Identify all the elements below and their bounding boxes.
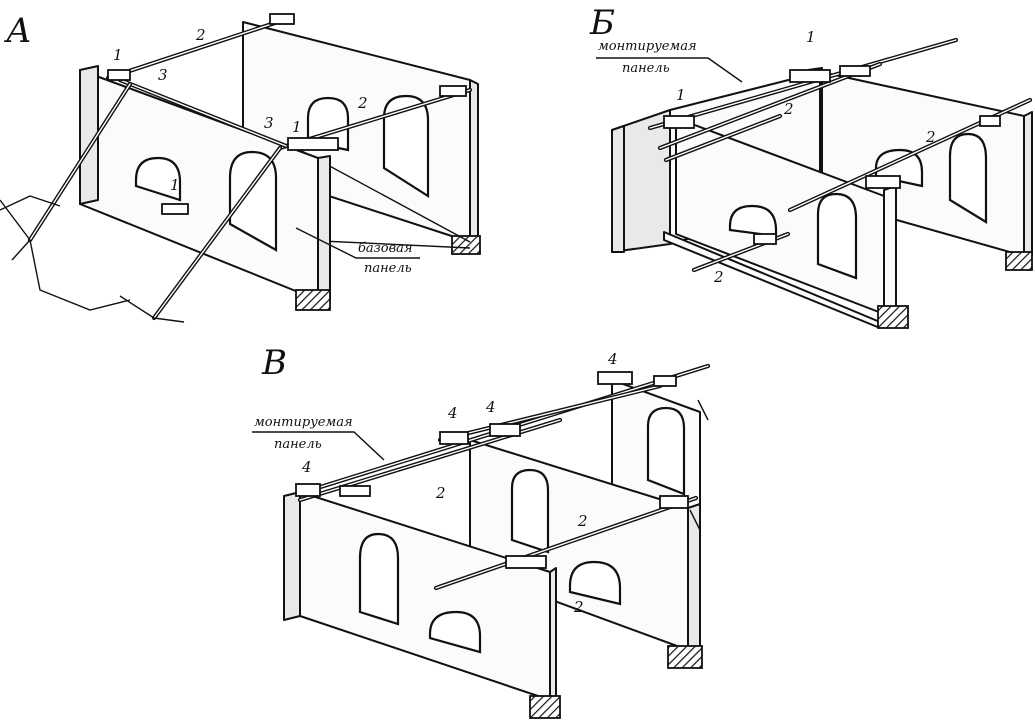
braces-a xyxy=(0,15,473,323)
number-label: 2 xyxy=(783,100,794,118)
number-label: 2 xyxy=(357,94,368,112)
base-panel-a xyxy=(79,65,331,311)
number-label: 1 xyxy=(113,46,123,64)
number-label: 3 xyxy=(158,66,168,84)
number-label: 4 xyxy=(301,458,312,476)
number-label: 4 xyxy=(447,404,458,422)
fragment-v-letter: В xyxy=(261,343,287,383)
number-label: 2 xyxy=(573,598,584,616)
number-label: 2 xyxy=(435,484,446,502)
number-label: 1 xyxy=(292,118,302,136)
number-label: 1 xyxy=(806,28,816,46)
number-label: 4 xyxy=(485,398,496,416)
number-label: 2 xyxy=(195,26,206,44)
number-label: 2 xyxy=(925,128,936,146)
fragment-b-letter: Б xyxy=(589,3,615,43)
fragment-b-numbers: 1 1 2 2 2 xyxy=(676,28,936,286)
number-label: 4 xyxy=(607,350,618,368)
rear-panel-v xyxy=(469,379,703,669)
number-label: 3 xyxy=(264,114,274,132)
fragment-a-letter: А xyxy=(4,11,32,51)
fragment-a: А xyxy=(0,11,481,323)
mounted-panel-label-line2: панель xyxy=(274,437,322,452)
clamps-a xyxy=(107,13,467,215)
clamps-v xyxy=(295,371,689,569)
fragment-v-numbers: 4 4 4 4 2 2 2 xyxy=(301,350,618,616)
number-label: 2 xyxy=(713,268,724,286)
mounted-panel-label-line1: монтируемая xyxy=(254,415,353,430)
braces-b xyxy=(647,37,1033,273)
mounted-panel-callout-b: монтируемая панель xyxy=(596,39,743,83)
base-panel-label-line2: панель xyxy=(364,261,412,276)
mounted-panel-callout-v: монтируемая панель xyxy=(252,415,385,461)
fragment-a-numbers: 1 2 3 3 1 2 1 xyxy=(113,26,368,194)
mounted-panel-v xyxy=(283,491,561,719)
fragment-v: В xyxy=(252,343,711,719)
fragment-b: Б xyxy=(589,3,1033,329)
number-label: 2 xyxy=(577,512,588,530)
number-label: 1 xyxy=(170,176,180,194)
mounted-panel-label-line1: монтируемая xyxy=(598,39,697,54)
clamps-b xyxy=(663,65,1001,245)
base-panel-callout-a: базовая панель xyxy=(295,227,420,276)
number-label: 1 xyxy=(676,86,686,104)
mounted-panel-label-line2: панель xyxy=(622,61,670,76)
base-panel-label-line1: базовая xyxy=(358,241,413,256)
rear-panel-a xyxy=(242,21,481,255)
